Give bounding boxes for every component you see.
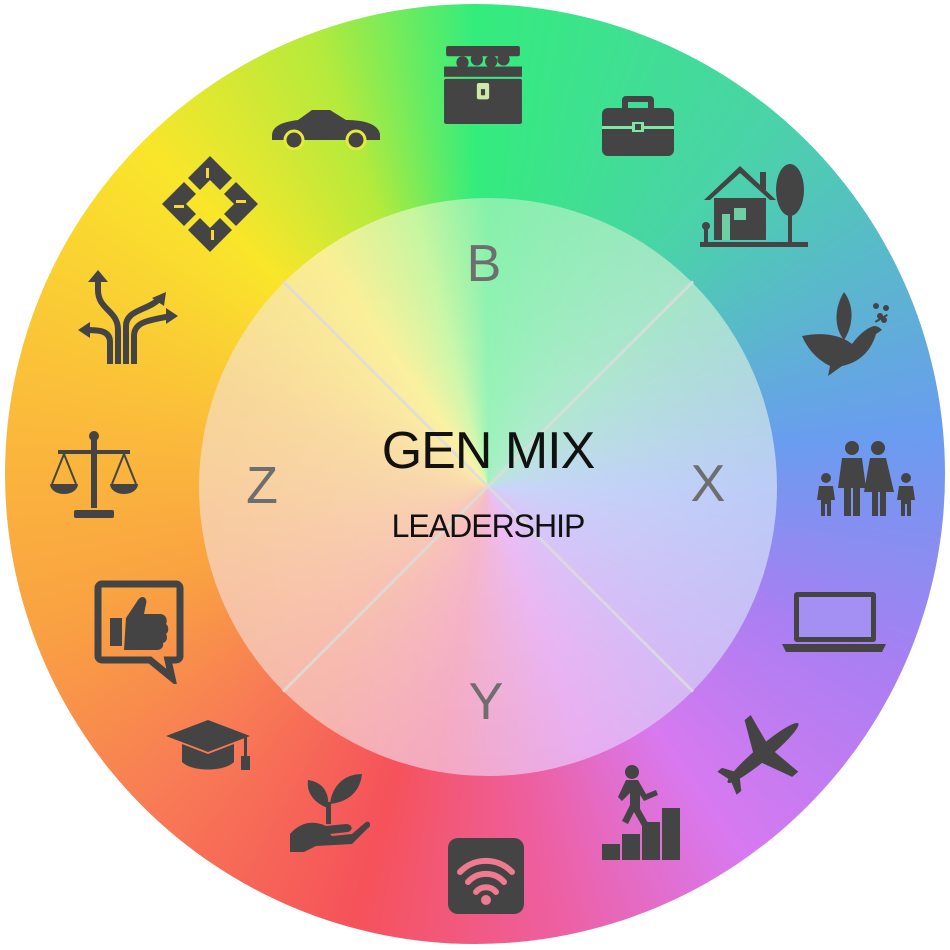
scales-icon — [48, 430, 140, 522]
teamwork-hands-icon — [160, 154, 260, 254]
dove-icon — [800, 288, 892, 380]
briefcase-icon — [600, 92, 676, 158]
career-steps-icon — [600, 764, 682, 862]
wifi-icon — [446, 836, 526, 916]
car-icon — [268, 106, 382, 150]
airplane-icon — [714, 708, 812, 798]
quadrant-label-b: B — [466, 235, 502, 293]
quadrant-label-x: X — [690, 455, 726, 513]
quadrant-label-z: Z — [246, 457, 278, 515]
house-tree-icon — [698, 158, 810, 250]
arrows-paths-icon — [78, 270, 178, 366]
graduation-cap-icon — [164, 718, 252, 776]
center-title: GEN MIX — [381, 422, 596, 480]
center-subtitle: LEADERSHIP — [391, 508, 586, 544]
treasure-chest-icon — [442, 44, 524, 126]
family-icon — [812, 440, 920, 518]
plant-hand-icon — [286, 764, 370, 856]
quadrant-label-y: Y — [468, 673, 504, 731]
laptop-icon — [782, 590, 886, 654]
thumbs-up-icon — [94, 580, 184, 684]
